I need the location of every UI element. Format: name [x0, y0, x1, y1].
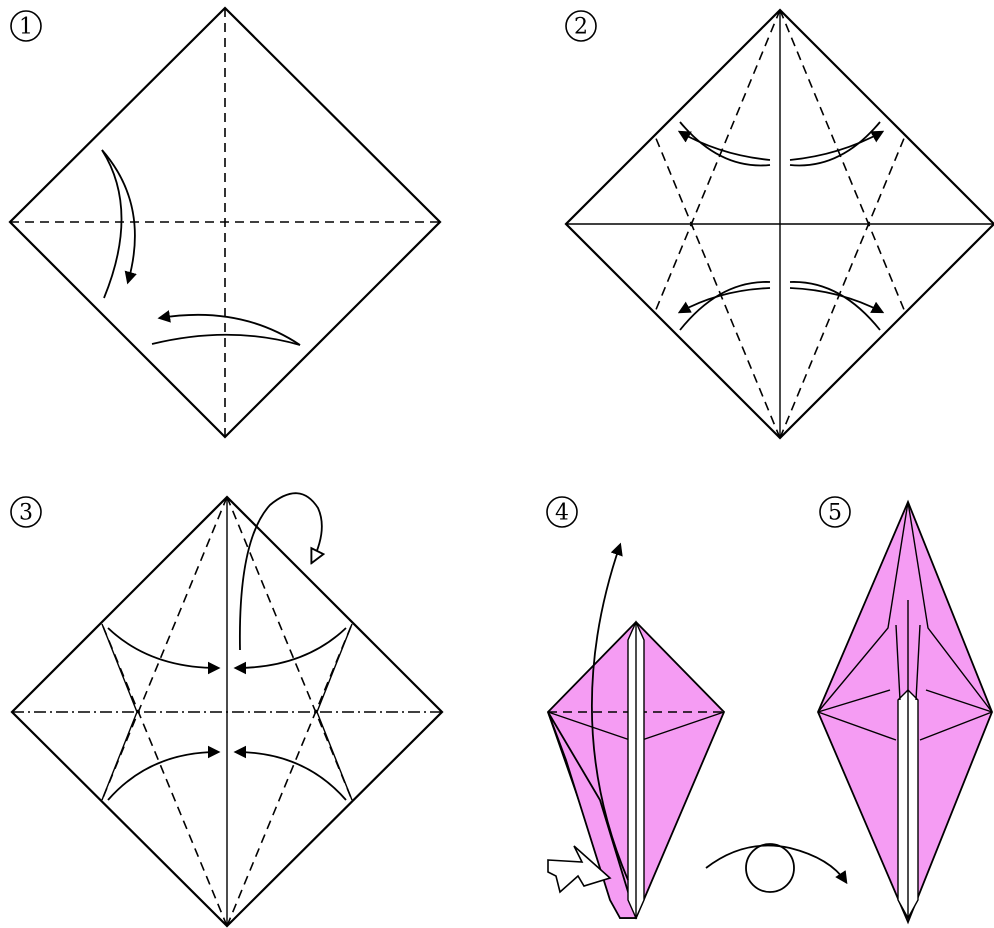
step-4: 4 — [546, 496, 726, 920]
step-1-fold-arrow-left — [101, 149, 137, 285]
step-1-fold-arrow-bottom — [157, 310, 301, 346]
step-3: 3 — [10, 492, 444, 928]
step-5-number: 5 — [828, 501, 842, 526]
step-3-number: 3 — [19, 501, 33, 526]
step-2: 2 — [564, 8, 994, 440]
step-2-arrow-bottom-left-tail — [679, 281, 771, 331]
step-5-upper-flaps — [817, 501, 993, 713]
step-4-right-crease — [641, 711, 725, 741]
step-1: 1 — [8, 6, 442, 439]
step-4-left-flap — [547, 711, 638, 919]
step-3-arrow-lower-right — [233, 745, 347, 801]
step-3-valley-bottom-left — [101, 623, 228, 927]
step-1-fold-arrow-left-tail — [101, 149, 123, 299]
step-5-lower-creases — [817, 711, 993, 741]
step-1-number: 1 — [19, 15, 33, 40]
step-2-valley-bottom-right — [779, 135, 906, 439]
step-3-valley-bottom-right — [226, 623, 353, 927]
step-2-arrow-bottom-right — [789, 287, 885, 314]
step-3-right-crease — [316, 623, 353, 801]
turn-over-icon — [705, 843, 848, 893]
push-arrow-icon — [547, 845, 612, 894]
step-2-arrow-top-left-tail — [679, 121, 771, 167]
step-3-arrow-upper-left — [107, 627, 221, 675]
step-4-lift-arrow — [590, 542, 629, 881]
step-5: 5 — [817, 496, 993, 925]
step-4-circle — [546, 496, 578, 528]
step-2-valley-bottom-left — [654, 135, 781, 439]
step-1-circle — [10, 10, 42, 42]
step-3-arrow-upper-right — [233, 627, 347, 675]
step-1-badge: 1 — [10, 10, 42, 42]
step-2-arrow-bottom-left — [677, 287, 771, 314]
step-5-side-creases — [817, 689, 993, 713]
step-2-valley-top-right — [779, 9, 906, 313]
step-3-badge: 3 — [10, 496, 42, 528]
step-2-valley-top-left — [654, 9, 781, 313]
step-4-number: 4 — [555, 501, 569, 526]
step-3-circle — [10, 496, 42, 528]
fold-behind-arrow-icon — [238, 492, 322, 651]
step-5-circle — [819, 496, 851, 528]
step-2-arrow-top-right-tail — [789, 121, 881, 167]
turn-over-circle — [745, 843, 795, 893]
step-3-arrow-lower-left — [107, 745, 221, 801]
step-2-badge: 2 — [565, 10, 597, 42]
step-2-arrow-top-right — [789, 130, 885, 161]
turn-over-arrow — [705, 844, 848, 885]
step-4-badge: 4 — [546, 496, 578, 528]
step-2-arrow-bottom-right-tail — [789, 281, 881, 331]
step-5-top-creases — [895, 600, 921, 701]
step-5-badge: 5 — [819, 496, 851, 528]
step-3-left-crease — [101, 623, 138, 801]
step-2-circle — [565, 10, 597, 42]
step-2-arrow-top-left — [677, 130, 771, 161]
step-4-left-crease — [547, 711, 631, 741]
step-1-fold-arrow-bottom-tail — [151, 333, 301, 346]
step-2-number: 2 — [574, 15, 588, 40]
